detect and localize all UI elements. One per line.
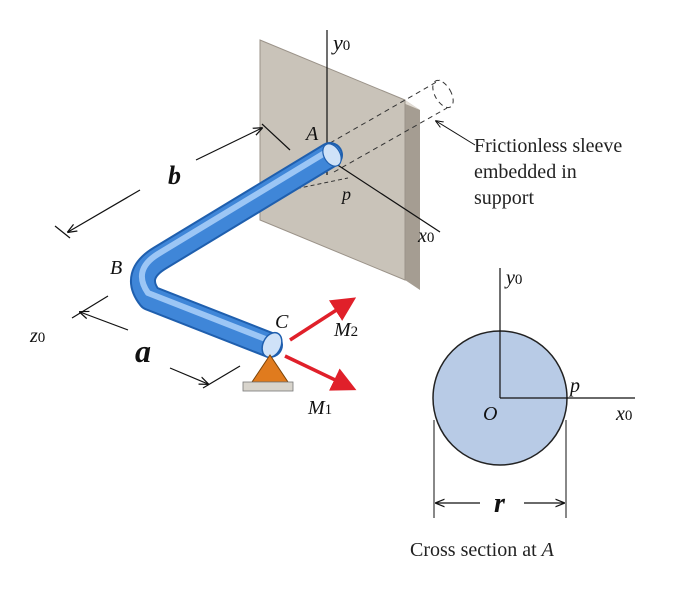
sleeve-note-line-2: embedded in — [474, 161, 577, 183]
section-p-label: p — [568, 375, 580, 397]
frictionless-sleeve — [329, 79, 454, 173]
m1-label: M1 — [307, 397, 332, 419]
z0-label: z0 — [29, 325, 45, 347]
m1-arrow — [284, 354, 357, 391]
section-y0-label: y0 — [504, 267, 522, 289]
wall-support — [259, 39, 420, 290]
x0-wall-label: x0 — [417, 225, 434, 247]
sleeve-leader — [436, 121, 476, 146]
pin-support — [242, 354, 294, 392]
point-b-label: B — [110, 257, 122, 279]
x0-axis-wall — [329, 159, 441, 233]
dimension-b-label: b — [168, 161, 181, 190]
cross-section — [432, 268, 635, 518]
dimension-b — [54, 123, 291, 239]
m2-arrow — [289, 297, 357, 342]
section-origin-label: O — [483, 403, 497, 425]
bent-pipe — [130, 142, 343, 359]
dimension-a-label: a — [135, 333, 151, 369]
m2-label: M2 — [333, 319, 358, 341]
dimension-a — [71, 295, 241, 389]
point-a-label: A — [304, 123, 319, 145]
p-wall-label: p — [340, 184, 351, 204]
section-r-label: r — [494, 488, 506, 519]
section-x0-label: x0 — [615, 403, 632, 425]
sleeve-note-line-1: Frictionless sleeve — [474, 135, 622, 157]
point-c-label: C — [275, 311, 289, 333]
section-caption: Cross section at A — [410, 539, 555, 561]
sleeve-note-line-3: support — [474, 187, 534, 209]
y0-top-label: y0 — [331, 30, 350, 55]
